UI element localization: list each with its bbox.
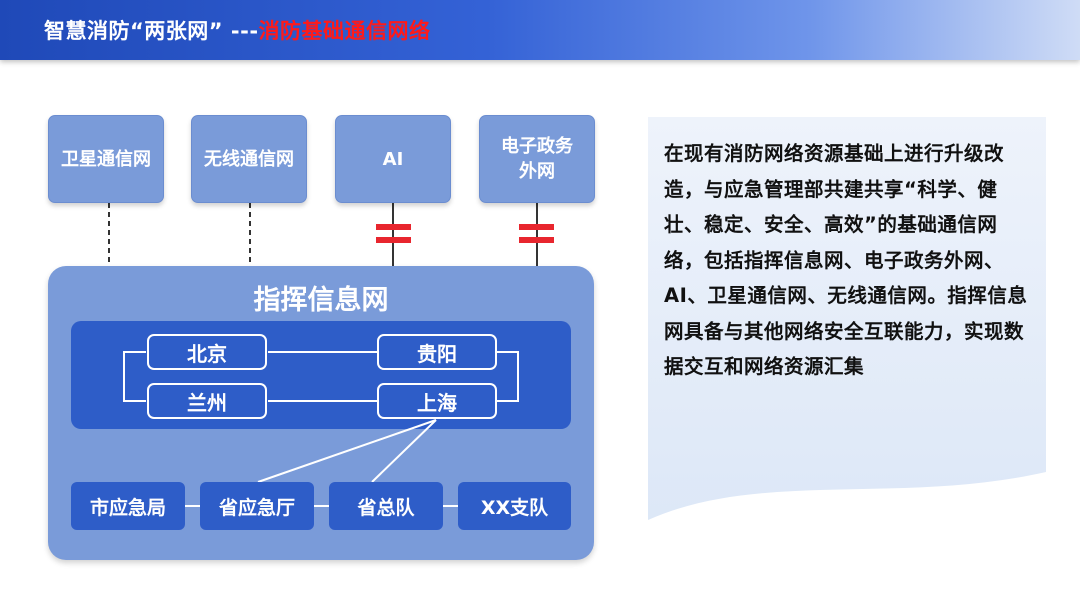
node-label: 卫星通信网	[61, 148, 151, 170]
node-label: 无线通信网	[204, 148, 294, 170]
isolation-mark-egov-bottom	[519, 237, 554, 243]
city-node: 贵阳	[377, 334, 497, 370]
unit-node: 省总队	[329, 482, 443, 530]
header-bar: 智慧消防“两张网” ---消防基础通信网络	[0, 0, 1080, 60]
city-node: 北京	[147, 334, 267, 370]
description-text: 在现有消防网络资源基础上进行升级改造，与应急管理部共建共享“科学、健壮、稳定、安…	[664, 142, 1028, 378]
node-label: AI	[382, 148, 404, 170]
command-network-title: 指挥信息网	[253, 285, 389, 316]
description-panel	[648, 117, 1046, 535]
city-node: 兰州	[147, 383, 267, 419]
node-wireless-network: 无线通信网	[191, 115, 307, 203]
unit-node: XX支队	[458, 482, 571, 530]
unit-node: 市应急局	[71, 482, 185, 530]
node-label: 电子政务外网	[501, 136, 573, 182]
isolation-mark-ai-top	[376, 224, 411, 230]
node-ai: AI	[335, 115, 451, 203]
page-title-accent: 消防基础通信网络	[258, 19, 431, 43]
page-title: 智慧消防“两张网” ---消防基础通信网络	[44, 15, 431, 45]
node-satellite-network: 卫星通信网	[48, 115, 164, 203]
page-title-main: 智慧消防“两张网” ---	[44, 19, 259, 43]
unit-node: 省应急厅	[200, 482, 314, 530]
isolation-mark-ai-bottom	[376, 237, 411, 243]
node-egov-network: 电子政务外网	[479, 115, 595, 203]
isolation-mark-egov-top	[519, 224, 554, 230]
city-node: 上海	[377, 383, 497, 419]
